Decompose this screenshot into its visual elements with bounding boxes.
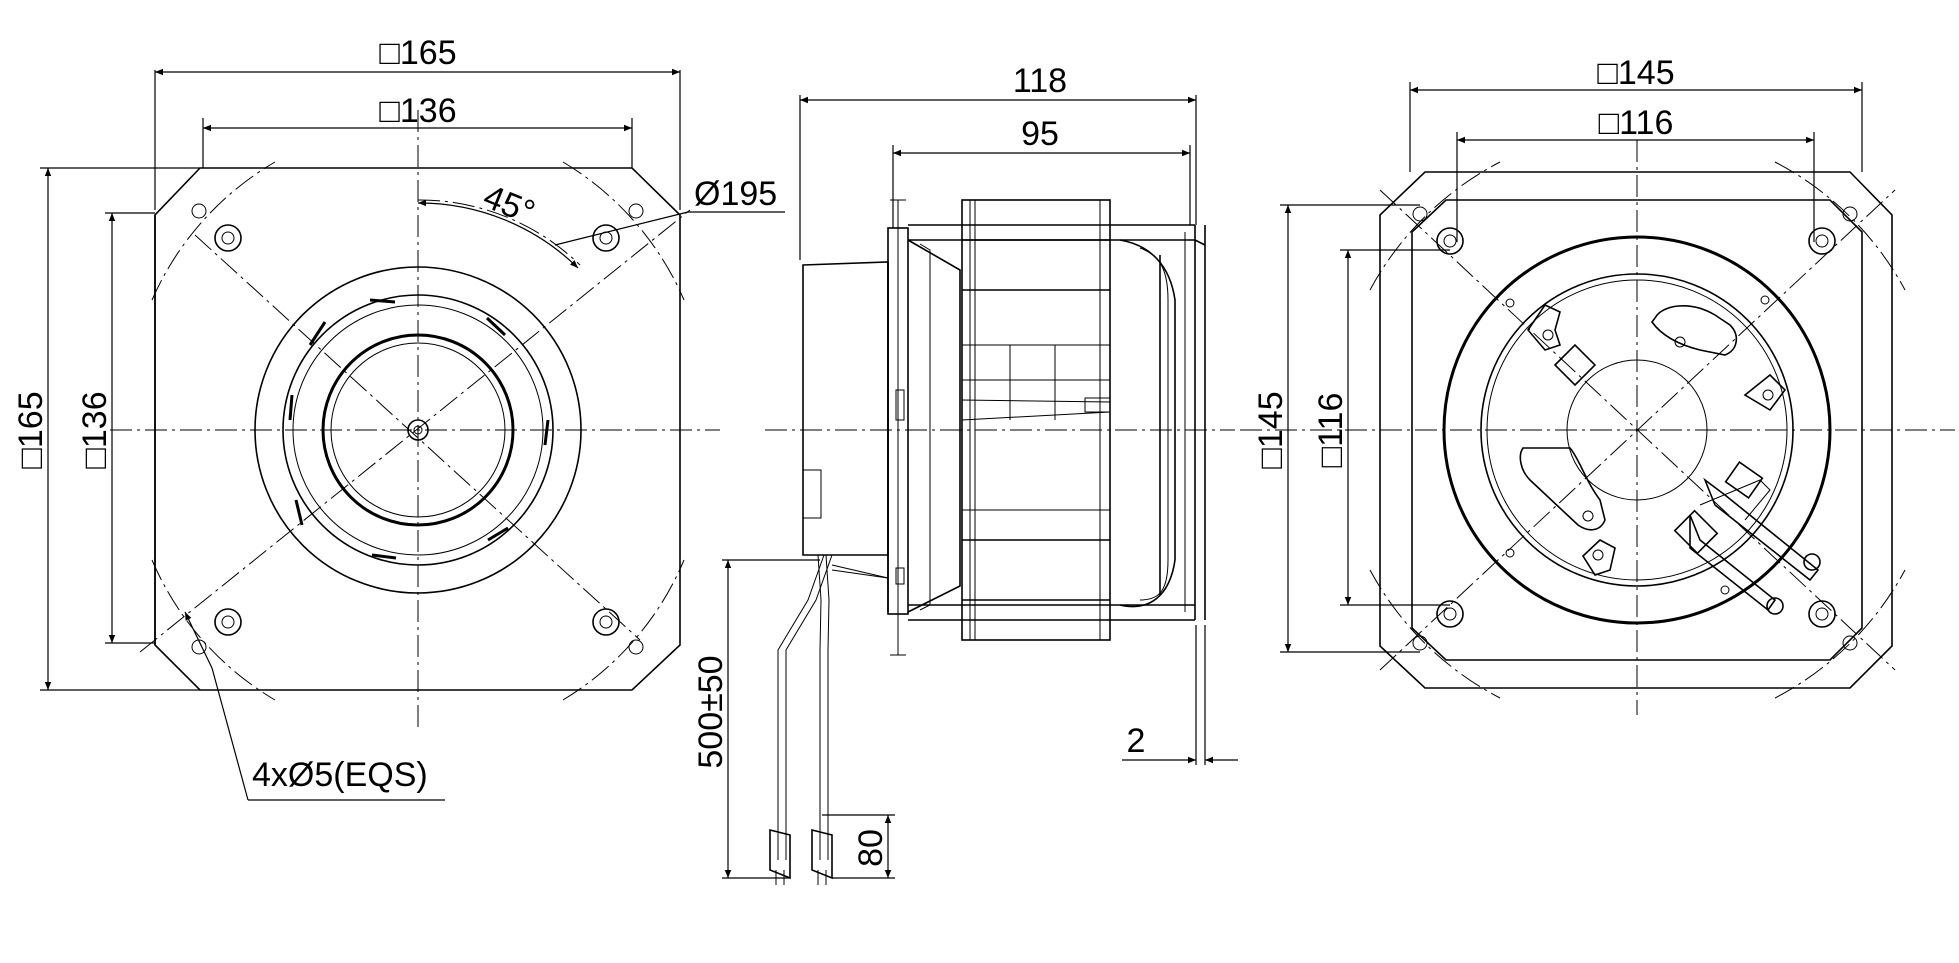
front-height-label: □165 xyxy=(12,391,50,468)
front-angle-label: 45° xyxy=(478,178,540,232)
front-view: □165 □136 □165 □136 45° Ø195 4xØ5(EQS) xyxy=(12,34,785,801)
front-inner-width-label: □136 xyxy=(379,92,456,130)
rear-inner-width-label: □116 xyxy=(1599,104,1674,142)
side-strip-length-label: 80 xyxy=(852,829,890,867)
rear-slots xyxy=(1519,304,1738,531)
side-motor-drum xyxy=(907,239,961,613)
side-view: 118 95 500±50 80 2 xyxy=(692,62,1238,885)
rear-motor-ring xyxy=(1442,235,1832,625)
rear-cutouts xyxy=(1526,303,1787,576)
rear-height-label: □145 xyxy=(1252,391,1290,468)
front-impeller-blades xyxy=(288,298,550,560)
front-hub xyxy=(407,419,429,441)
front-diameter-label: Ø195 xyxy=(694,175,777,213)
rear-mounting-holes xyxy=(1412,206,1858,651)
rear-housing-outline xyxy=(1379,171,1893,689)
side-inner-length-label: 95 xyxy=(1021,115,1059,153)
front-inner-height-label: □136 xyxy=(76,391,114,468)
front-width-label: □165 xyxy=(379,34,456,72)
side-intake-nozzle xyxy=(1119,239,1176,608)
rear-width-label: □145 xyxy=(1597,54,1674,92)
front-mounting-holes xyxy=(191,203,644,655)
side-length-label: 118 xyxy=(1013,62,1067,100)
side-cables xyxy=(769,554,889,885)
front-holes-label: 4xØ5(EQS) xyxy=(252,756,428,794)
side-cable-length-label: 500±50 xyxy=(692,655,730,768)
side-impeller xyxy=(961,199,1111,641)
side-flange-thickness-label: 2 xyxy=(1127,722,1146,760)
rear-cable-glands xyxy=(1673,461,1821,615)
side-motor-box xyxy=(802,261,889,556)
rear-view: □145 □116 □145 □116 xyxy=(1240,54,1955,715)
rear-inner-height-label: □116 xyxy=(1312,393,1350,468)
